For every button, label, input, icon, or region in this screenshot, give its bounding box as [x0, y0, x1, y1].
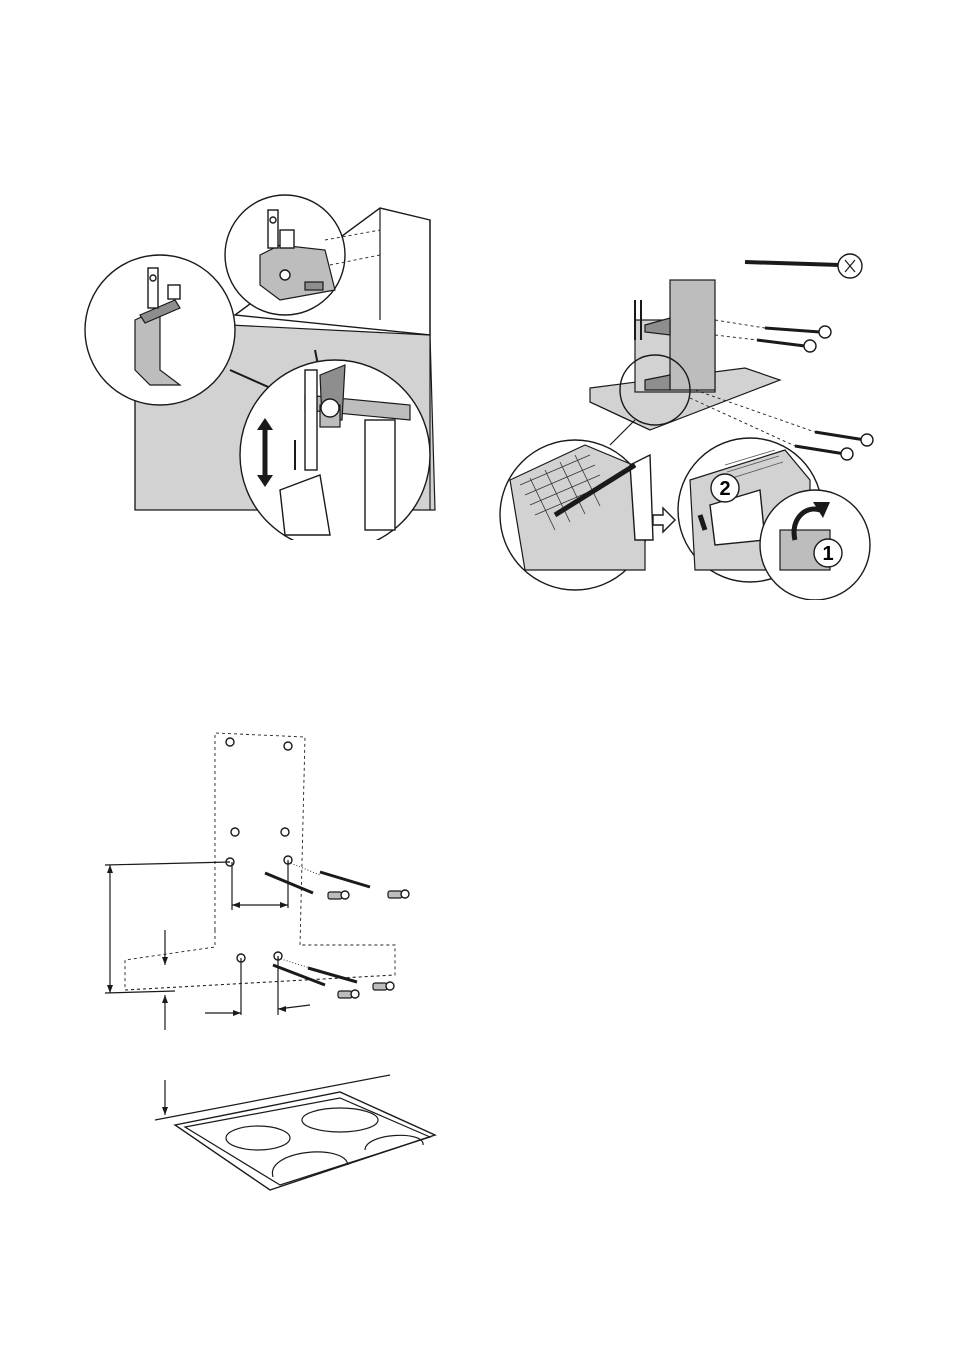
chimney-brackets-drawing	[80, 190, 450, 540]
figure-wall-drilling-template	[95, 725, 440, 1195]
wood-screw-icon	[745, 254, 862, 278]
drilling-template-drawing	[95, 725, 440, 1195]
cooktop	[175, 1092, 435, 1190]
grille-removal-detail: 2 1	[678, 438, 870, 600]
next-step-arrow-icon	[653, 508, 675, 532]
step-1-label: 1	[822, 543, 833, 565]
mounting-holes	[226, 738, 292, 962]
figure-chimney-brackets	[80, 190, 450, 540]
filter-detail	[500, 440, 653, 590]
figure-hood-chimney-mount: 2 1	[495, 240, 880, 600]
wall-plugs	[328, 890, 409, 998]
drill-bits	[265, 862, 370, 985]
step-2-label: 2	[719, 478, 730, 500]
hood-chimney-drawing: 2 1	[495, 240, 880, 600]
